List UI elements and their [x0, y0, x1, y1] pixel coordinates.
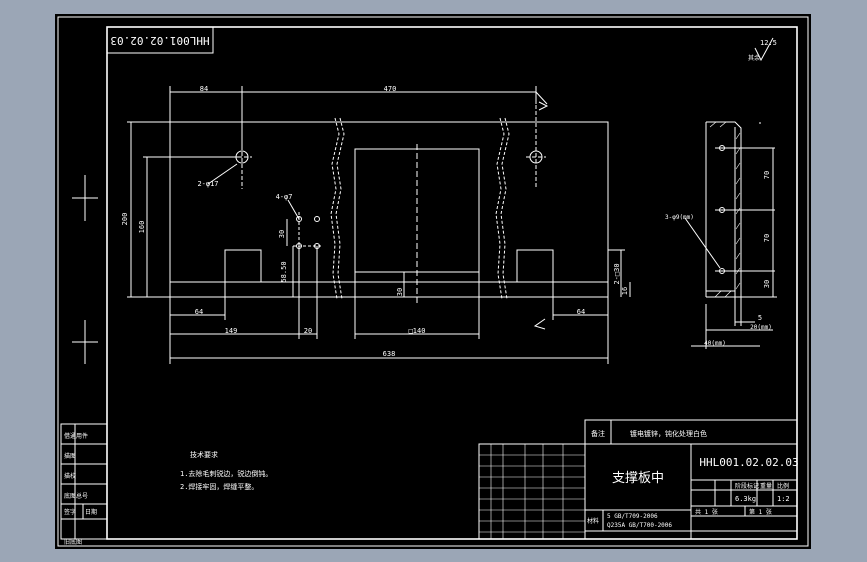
roughness-value: 12.5: [760, 39, 777, 47]
dim-2phi17: 2-φ17: [197, 180, 218, 188]
weight-value: 6.3kg: [735, 495, 756, 503]
weight-label: 重量: [760, 482, 772, 490]
sheet-number: 第 1 张: [749, 508, 772, 516]
scale-value: 1:2: [777, 495, 790, 503]
stamp-s2: 描图: [64, 452, 76, 460]
left-cross-marks: [72, 175, 98, 364]
material-line1: 5 GB/T709-2006: [607, 513, 658, 520]
remark-text: 镀电镀锌，钝化处理白色: [630, 429, 707, 438]
dim-149: 149: [225, 327, 238, 335]
drawing-sheet: HHL001.02.02.03 12.5 其余: [55, 14, 811, 549]
mirrored-code-box: [106, 26, 214, 54]
dim-40mm: 40(mm): [704, 340, 726, 347]
dim-58-50: 58.50: [280, 261, 288, 282]
notes-line1: 1.去除毛刺锐边，锐边倒钝。: [180, 469, 272, 478]
stamp-s3: 描校: [64, 472, 76, 480]
dim-64-right: 64: [577, 308, 585, 316]
dim-200: 200: [121, 213, 129, 226]
stamp-s7: 旧底图: [64, 538, 82, 546]
dim-2x30: 2-□30: [613, 263, 621, 284]
dim-30-b: 30: [396, 288, 404, 296]
stamp-s6: 日期: [85, 508, 97, 516]
remark-label: 备注: [591, 429, 605, 438]
side-view: [684, 121, 777, 349]
dim-84: 84: [200, 85, 208, 93]
sheet-count: 共 1 张: [695, 508, 718, 516]
part-name: 支撑板中: [612, 471, 664, 486]
dim-70-mid: 70: [763, 234, 771, 242]
title-block: [478, 419, 798, 540]
drawing-number: HHL001.02.02.03: [699, 456, 798, 469]
dim-638: 638: [383, 350, 396, 358]
outer-frame: [57, 16, 809, 547]
dim-30-a: 30: [278, 230, 286, 238]
roughness-symbol: [754, 37, 774, 62]
dim-64-left: 64: [195, 308, 203, 316]
dim-70-top: 70: [763, 171, 771, 179]
dim-30-side: 30: [763, 280, 771, 288]
dim-5: 5: [758, 314, 762, 322]
stamp-s4: 底图总号: [64, 492, 88, 500]
scale-label: 比例: [777, 482, 789, 490]
dim-4phi7: 4-φ7: [276, 193, 293, 201]
cad-drawing: HHL001.02.02.03 12.5 其余: [57, 16, 809, 547]
stage-label: 阶段标记: [735, 482, 759, 490]
notes-title: 技术要求: [190, 450, 218, 459]
dim-20: 20: [304, 327, 312, 335]
dim-470: 470: [384, 85, 397, 93]
front-view: [127, 86, 631, 364]
inner-frame: [106, 26, 798, 540]
dim-160: 160: [138, 221, 146, 234]
material-label: 材料: [587, 517, 599, 525]
mirrored-code: HHL001.02.02.03: [110, 34, 209, 47]
material-line2: Q235A GB/T700-2006: [607, 522, 672, 529]
dim-140: □140: [409, 327, 426, 335]
stamp-s1: 借通用件: [64, 432, 88, 440]
dim-3phi9: 3-φ9(mm): [665, 214, 694, 221]
notes-line2: 2.焊接牢固，焊缝平整。: [180, 482, 258, 491]
stamp-s5: 签字: [64, 508, 76, 516]
dim-16: 16: [621, 287, 629, 295]
roughness-note: 其余: [748, 54, 760, 62]
dim-20mm: 20(mm): [750, 324, 772, 331]
left-stamp-column: [60, 423, 108, 540]
